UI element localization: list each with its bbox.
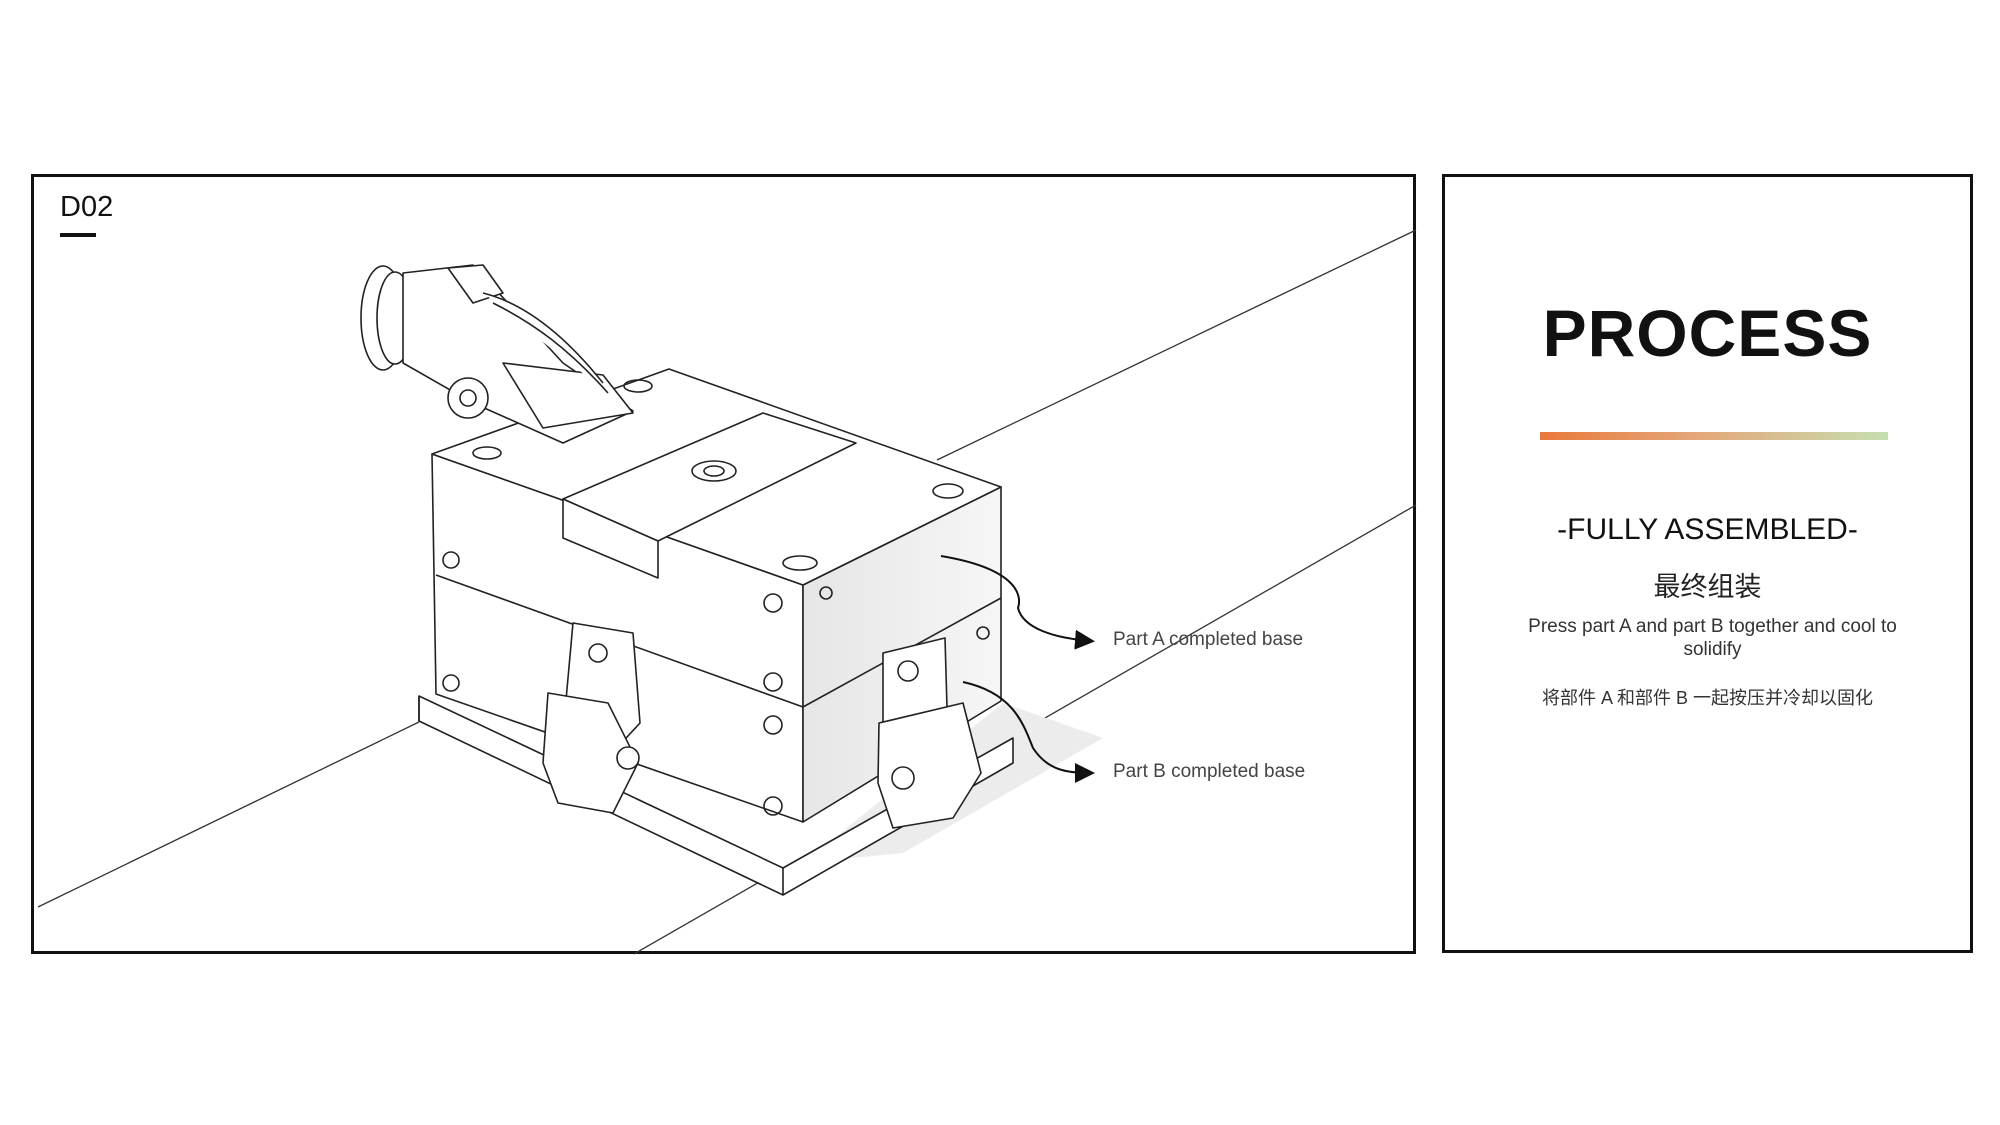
diagram-panel: D02 [31,174,1417,955]
panel-title: PROCESS [1542,296,1873,370]
panel-subtitle-cn: 最终组装 [1653,572,1762,602]
label-part-b: Part B completed base [1113,761,1306,782]
mold-assembly-illustration [37,229,1417,955]
panel-description-cn: 将部件 A 和部件 B 一起按压并冷却以固化 [1541,688,1874,708]
diagram-code: D02 [60,191,114,223]
panel-subtitle: -FULLY ASSEMBLED- [1557,513,1858,546]
label-part-a: Part A completed base [1113,629,1304,650]
clamp-right [877,637,982,829]
panel-description: Press part A and part B together and coo… [1528,616,1897,660]
clamp-left [542,622,641,814]
arrow-part-b [962,681,1095,783]
base-plate [418,695,1014,896]
info-panel: PROCESS -FULLY ASSEMBLED- 最终组装 Press par… [1442,174,1973,953]
arrow-part-a [940,555,1095,650]
code-underline [60,233,96,237]
robot-gripper [360,264,634,444]
gradient-divider [1540,432,1888,440]
callout-arrows [940,555,1095,783]
